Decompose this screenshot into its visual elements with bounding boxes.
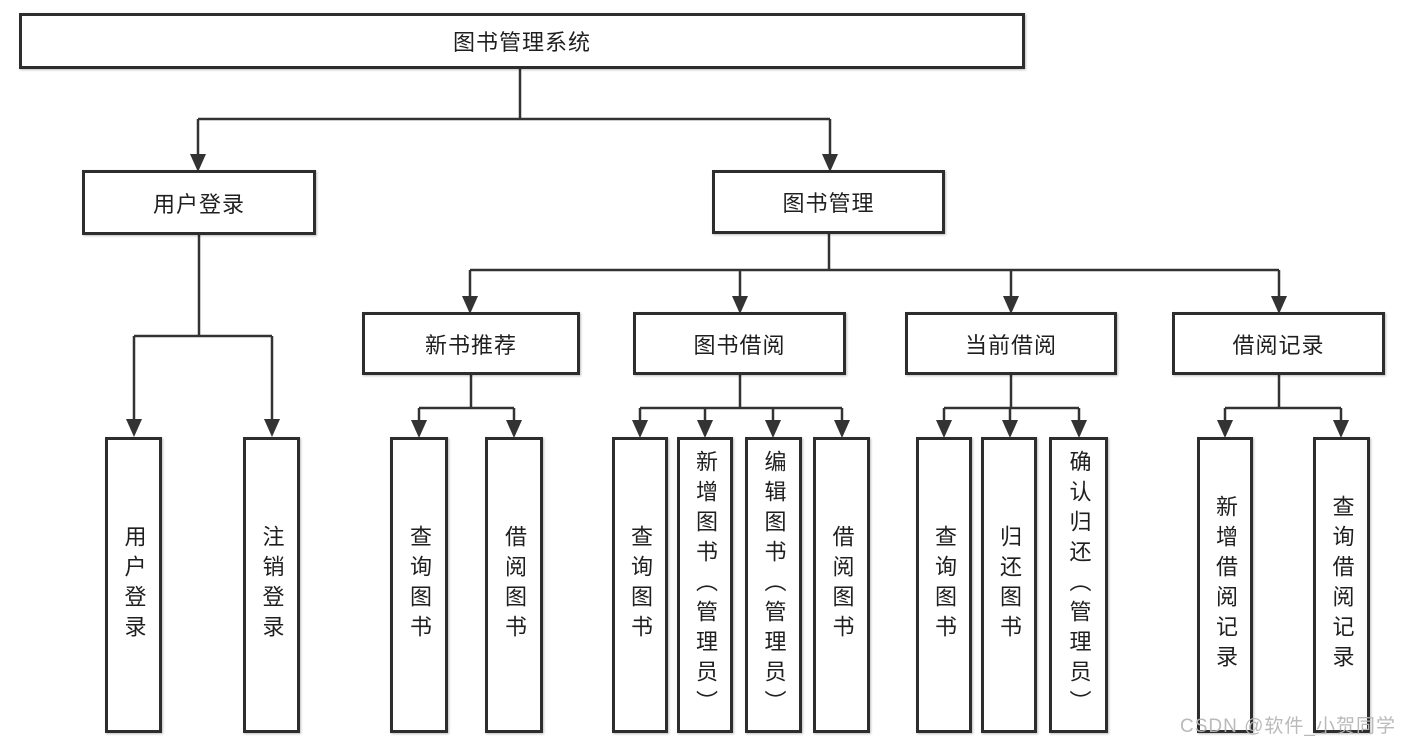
node-label: 图书借阅 <box>693 332 786 358</box>
arrowhead <box>1271 296 1287 314</box>
arrowhead <box>190 154 206 172</box>
arrowhead <box>822 154 838 172</box>
node-new-book-recommend: 新书推荐 <box>362 312 580 375</box>
node-label: 用户登录 <box>152 191 245 217</box>
arrowhead <box>936 420 952 438</box>
connector-book-mgmt-branch <box>468 233 1281 299</box>
node-user-login: 用户登录 <box>82 170 316 235</box>
csdn-watermark: CSDN @软件_小贺同学 <box>1180 716 1396 737</box>
leaf-add-books-admin: 新增图书（管理员） <box>677 437 733 733</box>
leaf-add-borrow-record: 新增借阅记录 <box>1197 437 1253 733</box>
arrowhead <box>1217 420 1233 438</box>
arrowhead <box>765 420 781 438</box>
leaf-label: 查询图书 <box>932 525 957 645</box>
leaf-label: 用户登录 <box>121 525 147 645</box>
arrowhead <box>1002 420 1018 438</box>
leaf-label: 查询图书 <box>407 525 432 645</box>
arrowhead <box>506 420 522 438</box>
leaf-query-books: 查询图书 <box>916 437 972 733</box>
leaf-borrow-books: 借阅图书 <box>813 437 870 733</box>
arrowhead <box>462 296 478 314</box>
leaf-logout: 注销登录 <box>243 437 300 733</box>
connector-borrow-record-branch <box>1223 375 1343 423</box>
node-borrowing-records: 借阅记录 <box>1172 312 1385 375</box>
leaf-user-login: 用户登录 <box>105 437 162 733</box>
node-current-borrowing: 当前借阅 <box>905 312 1117 375</box>
arrowhead <box>1071 420 1087 438</box>
leaf-query-books: 查询图书 <box>612 437 668 733</box>
connector-book-borrow-branch <box>638 375 844 423</box>
arrowhead <box>632 420 648 438</box>
leaf-label: 确认归还（管理员） <box>1066 450 1092 720</box>
node-library-system: 图书管理系统 <box>19 13 1025 69</box>
node-book-borrowing: 图书借阅 <box>633 312 846 375</box>
arrowhead <box>834 420 850 438</box>
node-label: 图书管理 <box>782 191 875 216</box>
arrowhead <box>697 420 713 438</box>
leaf-label: 注销登录 <box>259 525 285 645</box>
leaf-label: 查询图书 <box>628 525 653 645</box>
leaf-label: 归还图书 <box>997 525 1022 645</box>
connector-user-login-branch <box>132 234 274 422</box>
arrowhead <box>1333 420 1349 438</box>
connector-root-to-level2 <box>196 69 832 157</box>
node-label: 图书管理系统 <box>452 30 591 55</box>
arrowhead <box>732 296 748 314</box>
node-label: 借阅记录 <box>1232 332 1325 358</box>
connector-current-borrow-branch <box>942 375 1081 423</box>
leaf-label: 编辑图书（管理员） <box>761 450 787 720</box>
leaf-label: 借阅图书 <box>502 525 527 645</box>
leaf-query-books: 查询图书 <box>390 437 448 733</box>
leaf-return-books: 归还图书 <box>981 437 1037 733</box>
leaf-confirm-return-admin: 确认归还（管理员） <box>1049 437 1108 733</box>
arrowhead <box>411 420 427 438</box>
leaf-label: 查询借阅记录 <box>1329 495 1355 675</box>
arrowhead <box>264 419 280 437</box>
arrowhead <box>1003 296 1019 314</box>
node-book-management: 图书管理 <box>712 170 945 234</box>
leaf-label: 新增借阅记录 <box>1213 495 1238 675</box>
leaf-label: 新增图书（管理员） <box>693 450 718 720</box>
arrowhead <box>126 419 142 437</box>
node-label: 新书推荐 <box>424 332 517 358</box>
leaf-query-borrow-record: 查询借阅记录 <box>1313 437 1370 733</box>
node-label: 当前借阅 <box>964 332 1057 358</box>
leaf-edit-books-admin: 编辑图书（管理员） <box>745 437 802 733</box>
leaf-label: 借阅图书 <box>829 525 855 645</box>
connector-new-book-branch <box>417 375 516 423</box>
leaf-borrow-books: 借阅图书 <box>485 437 543 733</box>
